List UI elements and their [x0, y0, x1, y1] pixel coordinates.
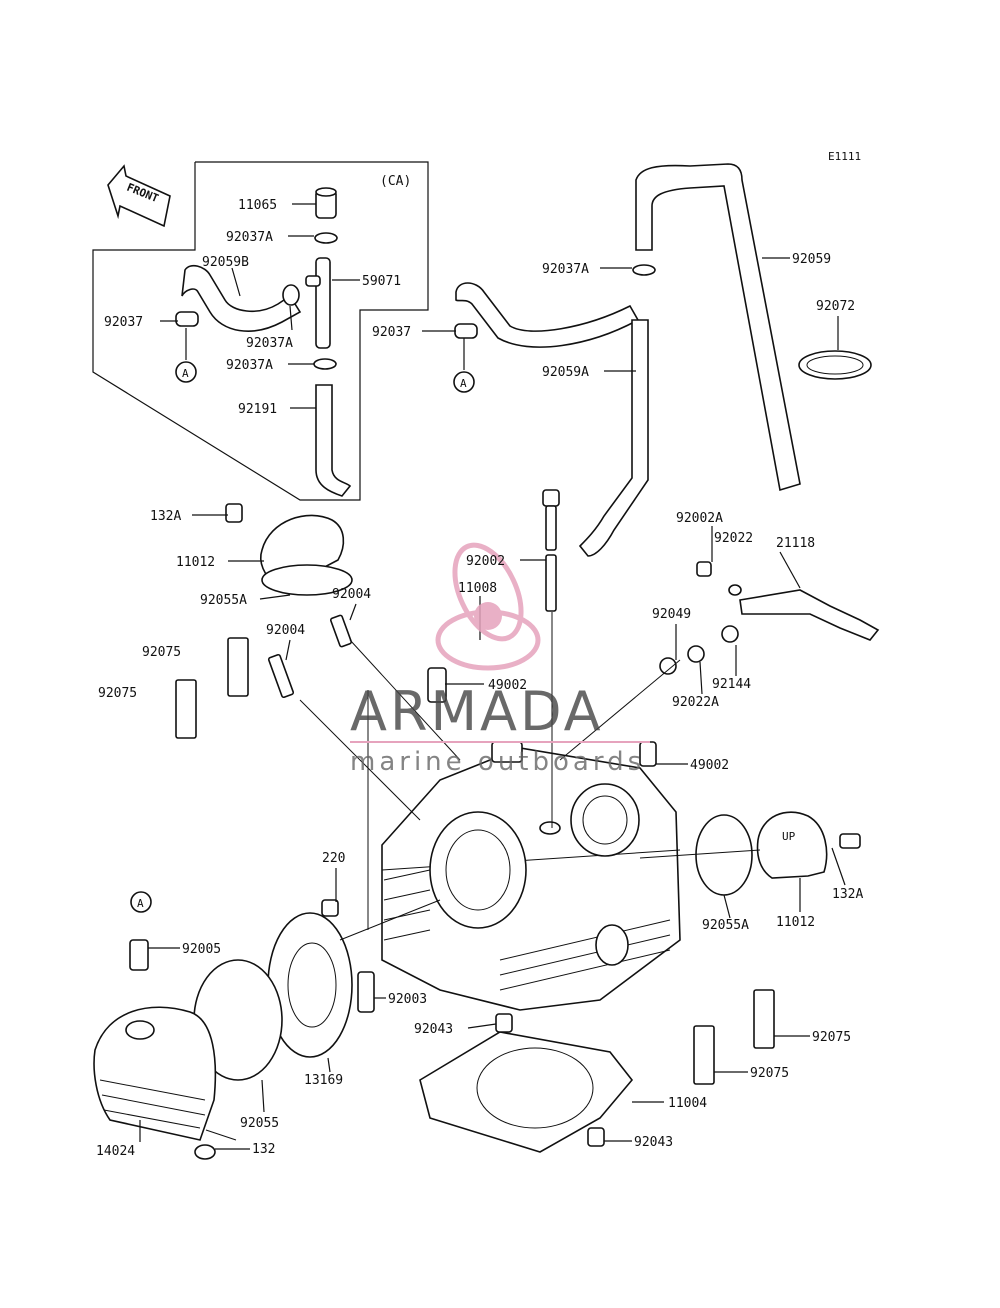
part-label: 92043 [634, 1135, 673, 1150]
svg-text:A: A [460, 377, 467, 390]
left-cover-parts [93, 899, 375, 1160]
part-label: 92037 [104, 315, 143, 330]
part-label: 49002 [488, 678, 527, 693]
watermark-brand: ARMADA [350, 680, 604, 743]
part-label: 92144 [712, 677, 751, 692]
part-label: 92072 [816, 299, 855, 314]
propeller-icon [435, 542, 541, 671]
part-label: 92037A [246, 336, 293, 351]
part-label: 92037A [226, 358, 273, 373]
part-label: 132A [832, 887, 863, 902]
part-label: 220 [322, 851, 345, 866]
part-label: 92191 [238, 402, 277, 417]
part-labels: 11065 92037A 92059B 59071 92037 92037A 9… [96, 198, 863, 1159]
part-label: 92003 [388, 992, 427, 1007]
upper-left-cover [225, 503, 353, 596]
inset-parts [175, 187, 352, 497]
ref-marker-1: A [175, 361, 197, 383]
cylinder-head [381, 741, 681, 1011]
part-label: 92022A [672, 695, 719, 710]
studs [267, 489, 560, 699]
ref-marker-3: A [130, 891, 152, 913]
part-label: 11012 [176, 555, 215, 570]
part-label: 92004 [266, 623, 305, 638]
svg-text:A: A [182, 367, 189, 380]
leader-lines [139, 203, 846, 1150]
part-label: 92075 [750, 1066, 789, 1081]
part-label: 92049 [652, 607, 691, 622]
part-label: 92055 [240, 1116, 279, 1131]
part-label: 92002 [466, 554, 505, 569]
ref-marker-2: A [453, 371, 475, 393]
part-label: 92005 [182, 942, 221, 957]
part-label: 92022 [714, 531, 753, 546]
part-label: 92055A [702, 918, 749, 933]
part-label: 92002A [676, 511, 723, 526]
ca-inset-box: (CA) [92, 161, 429, 501]
watermark: ARMADA marine outboards [350, 542, 650, 777]
part-label: 59071 [362, 274, 401, 289]
svg-text:A: A [137, 897, 144, 910]
watermark-tagline: marine outboards [350, 747, 645, 777]
part-label: 11065 [238, 198, 277, 213]
part-label: 92037 [372, 325, 411, 340]
up-mark: UP [782, 830, 796, 843]
part-label: 92043 [414, 1022, 453, 1037]
front-arrow-icon: FRONT [107, 164, 171, 228]
part-label: 49002 [690, 758, 729, 773]
part-label: 132 [252, 1142, 275, 1157]
part-label: 92055A [200, 593, 247, 608]
part-label: 14024 [96, 1144, 135, 1159]
part-label: 92075 [142, 645, 181, 660]
head-gasket [419, 1013, 634, 1153]
part-label: 92075 [98, 686, 137, 701]
part-label: 92075 [812, 1030, 851, 1045]
rubber-blocks [175, 637, 775, 1085]
decompressor-lever [659, 561, 880, 675]
part-label: 11004 [668, 1096, 707, 1111]
part-label: 92037A [542, 262, 589, 277]
part-label: 11012 [776, 915, 815, 930]
breather-hoses [454, 163, 872, 557]
inset-label: (CA) [380, 174, 411, 189]
figure-code: E1111 [828, 150, 861, 163]
part-label: 21118 [776, 536, 815, 551]
part-label: 92037A [226, 230, 273, 245]
part-label: 11008 [458, 581, 497, 596]
right-cover-parts: UP [427, 667, 861, 896]
part-label: 92059B [202, 255, 249, 270]
part-label: 92059 [792, 252, 831, 267]
part-label: 92004 [332, 587, 371, 602]
part-label: 92059A [542, 365, 589, 380]
part-label: 13169 [304, 1073, 343, 1088]
part-label: 132A [150, 509, 181, 524]
